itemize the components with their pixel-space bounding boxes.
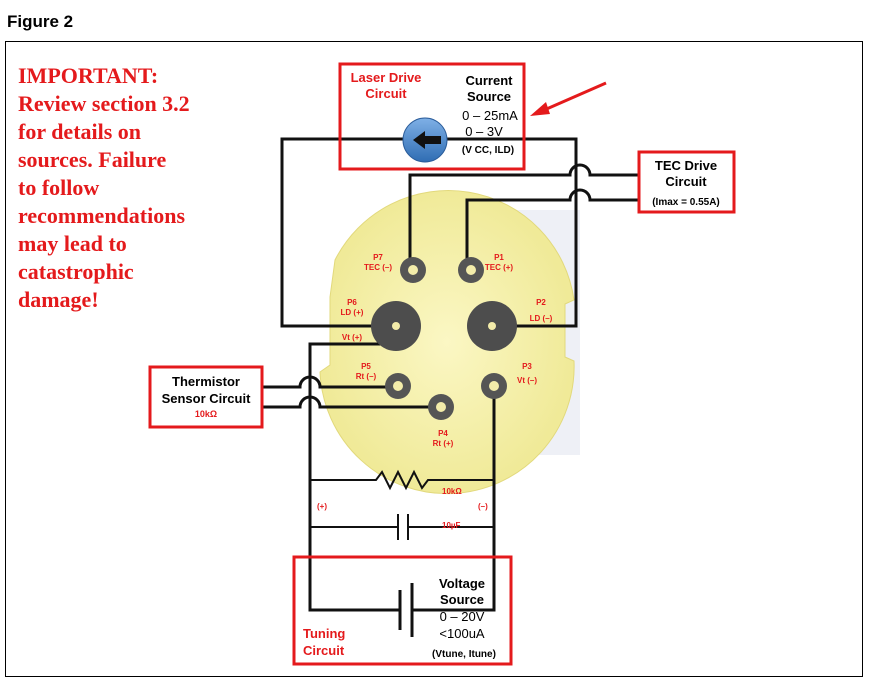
pin-label: LD (+) <box>341 308 364 317</box>
pin-label: LD (–) <box>530 314 553 323</box>
voltage-source-symbol <box>398 583 414 637</box>
tuning-source-1: Voltage <box>439 576 485 591</box>
pins <box>371 257 517 420</box>
tuning-params: (Vtune, Itune) <box>432 649 496 660</box>
thermistor-line-3: 10kΩ <box>195 409 217 419</box>
pointer-arrowhead-icon <box>530 102 550 116</box>
laser-source-1: Current <box>466 73 514 88</box>
pin-label: P7 <box>373 253 383 262</box>
pin-label: P5 <box>361 362 371 371</box>
laser-title-1: Laser Drive <box>351 70 422 85</box>
tuning-range-1: 0 – 20V <box>440 609 485 624</box>
wire-ld-minus <box>443 137 578 328</box>
warning-line: may lead to <box>18 231 127 256</box>
pointer-arrow-icon <box>541 81 607 113</box>
pin-label: P2 <box>536 298 546 307</box>
laser-title-2: Circuit <box>365 86 407 101</box>
tec-drive-box <box>637 150 736 214</box>
laser-range-1: 0 – 25mA <box>462 108 518 123</box>
warning-text: IMPORTANT: Review section 3.2 for detail… <box>18 62 278 314</box>
laser-source-2: Source <box>467 89 511 104</box>
laser-range-2: 0 – 3V <box>465 124 503 139</box>
pin-label: Rt (+) <box>433 439 454 448</box>
warning-line: sources. Failure <box>18 147 167 172</box>
warning-line: IMPORTANT: <box>18 63 159 88</box>
tuning-label-1: Tuning <box>303 626 345 641</box>
pin-label: P6 <box>347 298 357 307</box>
plus-label: (+) <box>317 502 327 511</box>
warning-line: Review section 3.2 <box>18 91 190 116</box>
warning-line: to follow <box>18 175 100 200</box>
pin-labels: P7 TEC (–) P1 TEC (+) P6 LD (+) P2 LD (–… <box>341 253 553 448</box>
tec-line-3: (Imax = 0.55A) <box>652 197 720 208</box>
laser-params: (V CC, ILD) <box>462 145 514 156</box>
pin-label: Rt (–) <box>356 372 377 381</box>
tuning-source-2: Source <box>440 592 484 607</box>
tuning-range-2: <100uA <box>439 626 485 641</box>
wire-vt-minus <box>412 386 496 612</box>
wire-resistor <box>310 469 494 491</box>
laser-drive-box <box>338 62 526 171</box>
thermistor-line-2: Sensor Circuit <box>162 391 252 406</box>
warning-line: damage! <box>18 287 99 312</box>
tec-line-2: Circuit <box>665 174 707 189</box>
wire-tec-minus <box>408 163 640 271</box>
tosa-pad <box>319 190 575 495</box>
tuning-box <box>292 555 513 666</box>
wire-ld-plus <box>280 137 406 328</box>
warning-line: catastrophic <box>18 259 134 284</box>
tuning-label-2: Circuit <box>303 643 345 658</box>
arrow-left-icon <box>413 131 441 149</box>
component-labels: 10kΩ 10µF (+) (–) <box>317 487 488 530</box>
minus-label: (–) <box>478 502 488 511</box>
wire-tec-plus <box>465 188 640 271</box>
pin-label: TEC (+) <box>485 263 514 272</box>
pin-label: P4 <box>438 429 448 438</box>
warning-line: for details on <box>18 119 142 144</box>
thermistor-box <box>148 365 264 429</box>
warning-line: recommendations <box>18 203 186 228</box>
pin-label: P3 <box>522 362 532 371</box>
thermistor-line-1: Thermistor <box>172 374 240 389</box>
pin-label: TEC (–) <box>364 263 392 272</box>
tec-line-1: TEC Drive <box>655 158 717 173</box>
pin-label: Vt (–) <box>517 376 537 385</box>
capacitor-label: 10µF <box>442 521 461 530</box>
figure-frame <box>5 41 863 677</box>
resistor-label: 10kΩ <box>442 487 462 496</box>
pin-label: P1 <box>494 253 504 262</box>
capacitor-symbol <box>397 514 409 540</box>
pin-label: Vt (+) <box>342 333 363 342</box>
figure-title: Figure 2 <box>7 12 74 31</box>
